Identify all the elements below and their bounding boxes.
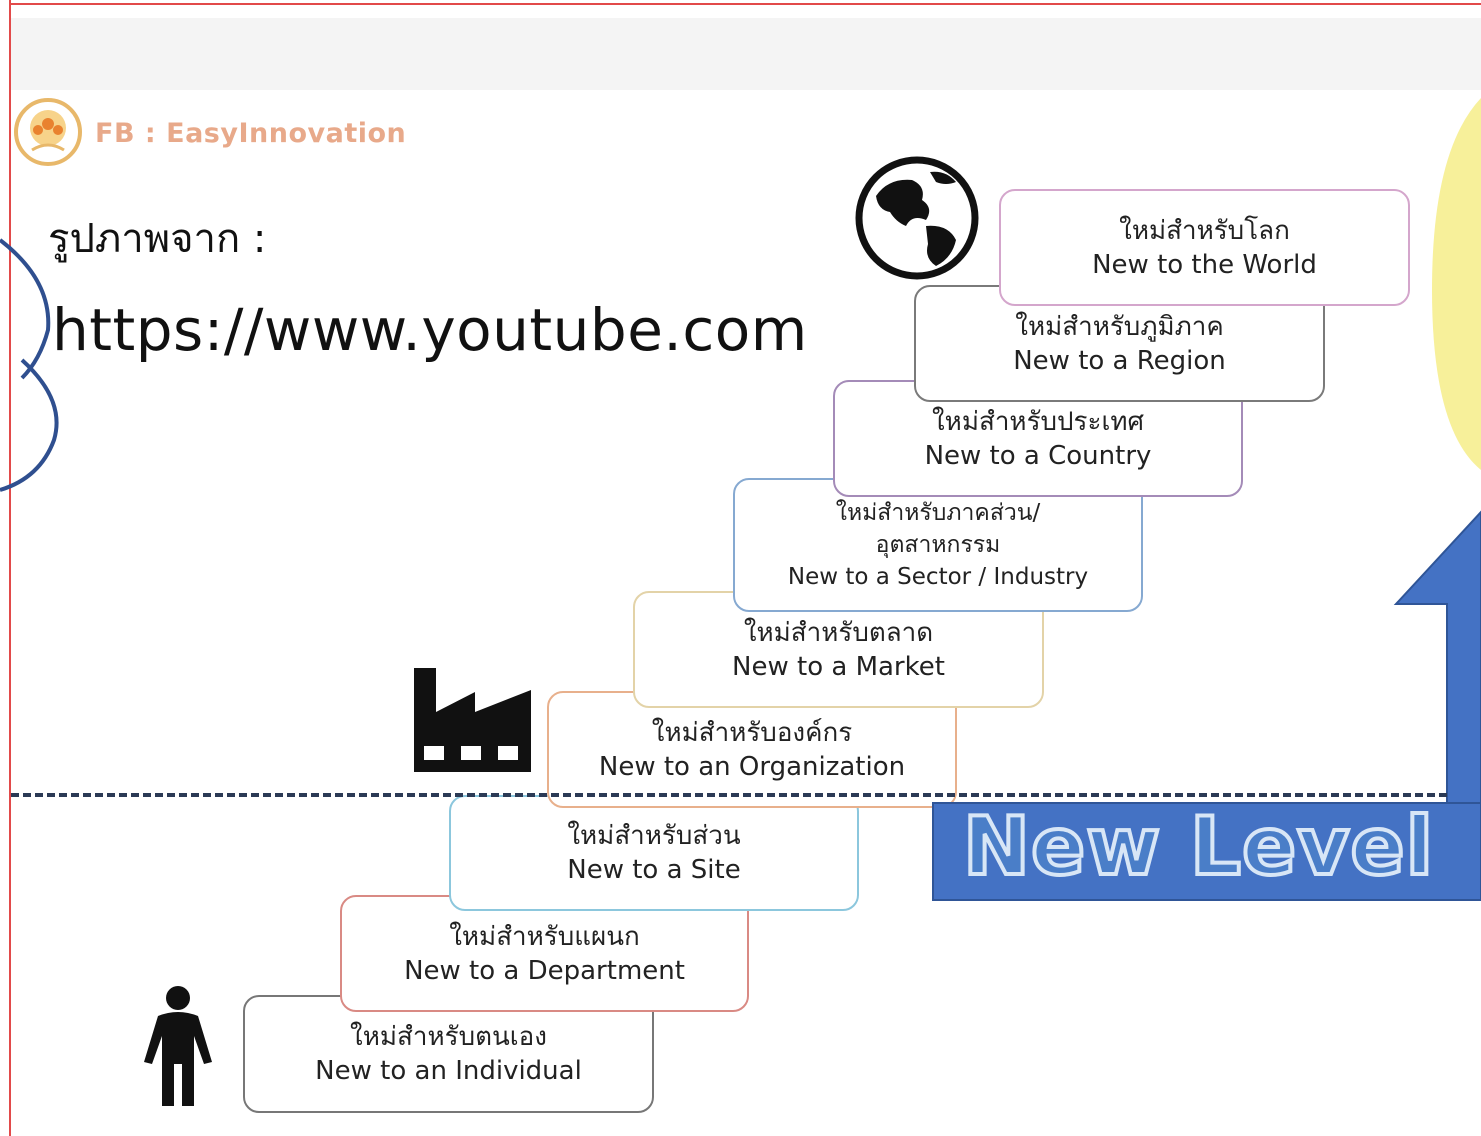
level-box-sector: ใหม่สำหรับภาคส่วน/ อุตสาหกรรม New to a S… <box>733 478 1143 612</box>
blue-arc-decor-lower <box>0 358 59 492</box>
level-en: New to a Department <box>404 955 685 986</box>
level-en: New to an Individual <box>315 1056 582 1086</box>
level-en: New to a Market <box>732 651 945 682</box>
level-box-world: ใหม่สำหรับโลก New to the World <box>999 189 1410 306</box>
person-icon <box>144 986 212 1106</box>
level-box-organization: ใหม่สำหรับองค์กร New to an Organization <box>547 691 957 808</box>
level-th: ใหม่สำหรับส่วน <box>567 821 741 851</box>
level-box-department: ใหม่สำหรับแผนก New to a Department <box>340 895 749 1012</box>
level-box-individual: ใหม่สำหรับตนเอง New to an Individual <box>243 995 654 1113</box>
level-th: ใหม่สำหรับโลก <box>1119 215 1290 246</box>
new-level-text: New Level <box>961 798 1435 895</box>
level-box-site: ใหม่สำหรับส่วน New to a Site <box>449 795 859 911</box>
credit-url: https://www.youtube.com <box>52 296 808 364</box>
credit-label: รูปภาพจาก : <box>48 216 267 262</box>
header-band <box>11 18 1481 90</box>
logo-flower-icon <box>14 98 82 166</box>
globe-icon <box>855 156 979 280</box>
level-en: New to a Sector / Industry <box>787 564 1089 590</box>
level-th: ใหม่สำหรับตลาด <box>743 617 934 648</box>
level-th: ใหม่สำหรับองค์กร <box>651 717 853 748</box>
frame-border-top <box>9 3 1481 5</box>
frame-border-left <box>9 0 11 1136</box>
level-th: ใหม่สำหรับแผนก <box>449 921 640 952</box>
level-th: ใหม่สำหรับภูมิภาค <box>1015 311 1224 342</box>
level-threshold-line <box>11 793 1447 797</box>
level-en: New to a Country <box>924 440 1152 471</box>
blue-arc-decor <box>0 238 51 380</box>
level-en: New to a Site <box>567 855 741 885</box>
new-level-banner <box>932 802 1481 901</box>
level-en: New to an Organization <box>598 751 906 782</box>
brand-label: FB : EasyInnovation <box>95 118 407 149</box>
level-th: ใหม่สำหรับตนเอง <box>350 1022 547 1052</box>
level-en: New to the World <box>1092 249 1317 280</box>
level-en: New to a Region <box>1013 345 1226 376</box>
factory-icon <box>414 668 531 772</box>
level-th: ใหม่สำหรับประเทศ <box>931 406 1144 437</box>
level-th: ใหม่สำหรับภาคส่วน/ อุตสาหกรรม <box>835 500 1041 558</box>
yellow-circle-decor <box>1432 98 1481 470</box>
